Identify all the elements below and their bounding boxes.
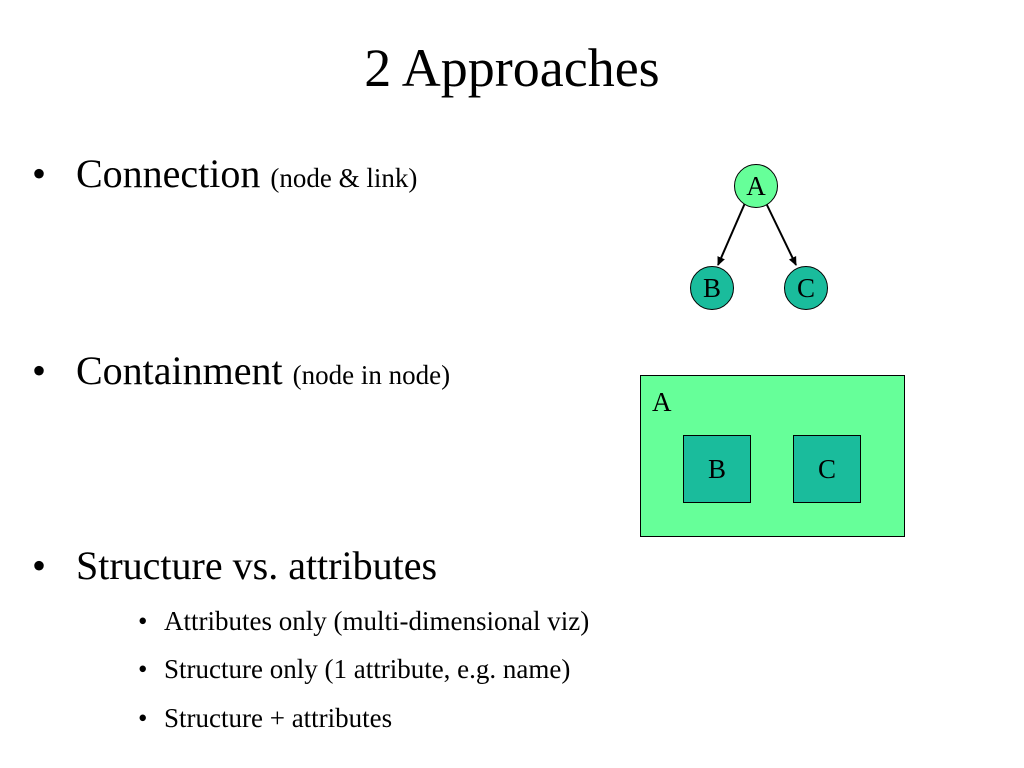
containment-inner-node-b: B — [683, 435, 751, 503]
sub-bullet-marker: • — [138, 654, 148, 684]
sub-bullet-structure-only: • Structure only (1 attribute, e.g. name) — [138, 651, 570, 687]
node-b: B — [690, 266, 734, 310]
bullet-marker: • — [32, 348, 47, 393]
link-a-to-b — [717, 202, 746, 266]
sub-bullet-text: Structure + attributes — [164, 703, 393, 733]
bullet-marker: • — [32, 543, 47, 588]
sub-bullet-structure-attributes: • Structure + attributes — [138, 700, 392, 736]
sub-bullet-attributes-only: • Attributes only (multi-dimensional viz) — [138, 603, 589, 639]
bullet-text: Containment — [76, 348, 283, 393]
node-c: C — [784, 266, 828, 310]
containment-inner-node-c: C — [793, 435, 861, 503]
bullet-detail: (node & link) — [270, 163, 418, 193]
slide-title: 2 Approaches — [364, 38, 660, 98]
containment-outer-label: A — [652, 387, 672, 417]
node-a: A — [734, 164, 778, 208]
link-a-to-c — [765, 202, 797, 266]
containment-outer-node: A B C — [640, 375, 905, 537]
bullet-marker: • — [32, 151, 47, 196]
bullet-detail: (node in node) — [292, 360, 451, 390]
bullet-text: Structure vs. attributes — [76, 543, 438, 588]
sub-bullet-marker: • — [138, 703, 148, 733]
bullet-structure: • Structure vs. attributes — [32, 542, 437, 590]
sub-bullet-text: Attributes only (multi-dimensional viz) — [164, 606, 590, 636]
bullet-text: Connection — [76, 151, 261, 196]
bullet-connection: • Connection (node & link) — [32, 150, 417, 202]
sub-bullet-marker: • — [138, 606, 148, 636]
sub-bullet-text: Structure only (1 attribute, e.g. name) — [164, 654, 571, 684]
bullet-containment: • Containment (node in node) — [32, 347, 450, 399]
